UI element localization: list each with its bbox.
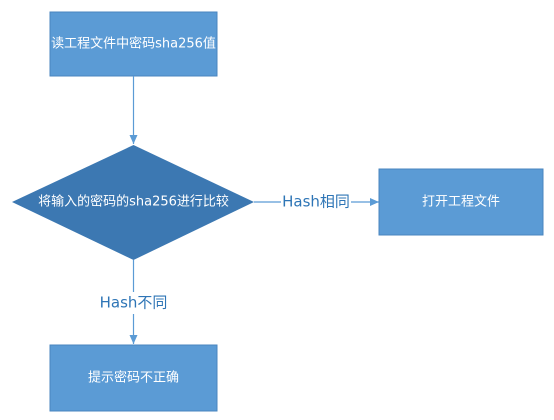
hash-mismatch-label: Hash不同 <box>100 294 168 312</box>
open-file-label: 打开工程文件 <box>422 195 500 210</box>
compare-decision-node: 将输入的密码的sha256进行比较 <box>12 145 254 260</box>
open-file-node: 打开工程文件 <box>378 168 544 236</box>
compare-label: 将输入的密码的sha256进行比较 <box>38 194 229 210</box>
hash-match-label: Hash相同 <box>282 193 350 211</box>
wrong-password-label: 提示密码不正确 <box>88 370 179 386</box>
hash-mismatch-label-bg <box>97 292 171 314</box>
wrong-password-node: 提示密码不正确 <box>49 344 218 412</box>
read-hash-label: 读工程文件中密码sha256值 <box>51 36 216 52</box>
hash-match-label-bg <box>281 191 351 213</box>
read-hash-node: 读工程文件中密码sha256值 <box>49 11 218 77</box>
